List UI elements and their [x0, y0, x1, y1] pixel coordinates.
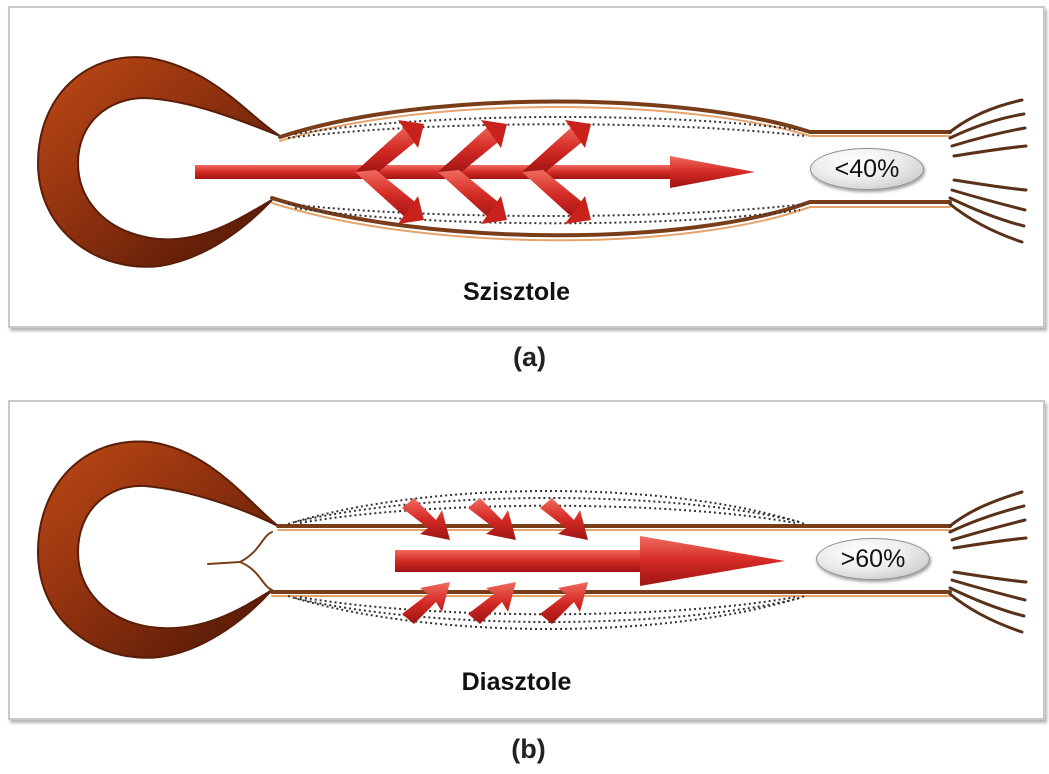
- percent-badge: <40%: [810, 148, 924, 190]
- fiber-fan: [950, 100, 1026, 242]
- panel-caption-b: (b): [4, 734, 1049, 765]
- inflow-arrow-top-3: [540, 498, 588, 540]
- heart-muscle-shape: [38, 57, 280, 267]
- phase-label: Szisztole: [8, 278, 1033, 307]
- inflow-arrow-bottom-3: [540, 582, 588, 624]
- inflow-arrow-bottom-2: [468, 582, 516, 624]
- inflow-arrow-bottom-1: [402, 582, 450, 624]
- inflow-arrow-top-2: [468, 498, 516, 540]
- systole-panel: <40% Szisztole: [8, 6, 1045, 328]
- phase-label: Diasztole: [8, 668, 1033, 697]
- central-flow-arrow: [395, 536, 785, 586]
- heart-muscle-shape: [38, 442, 278, 658]
- panel-caption-a: (a): [5, 342, 1049, 373]
- inflow-arrow-top-1: [402, 498, 450, 540]
- percent-badge: >60%: [816, 538, 930, 580]
- diastole-panel: >60% Diasztole: [8, 400, 1045, 720]
- fiber-fan: [950, 492, 1026, 632]
